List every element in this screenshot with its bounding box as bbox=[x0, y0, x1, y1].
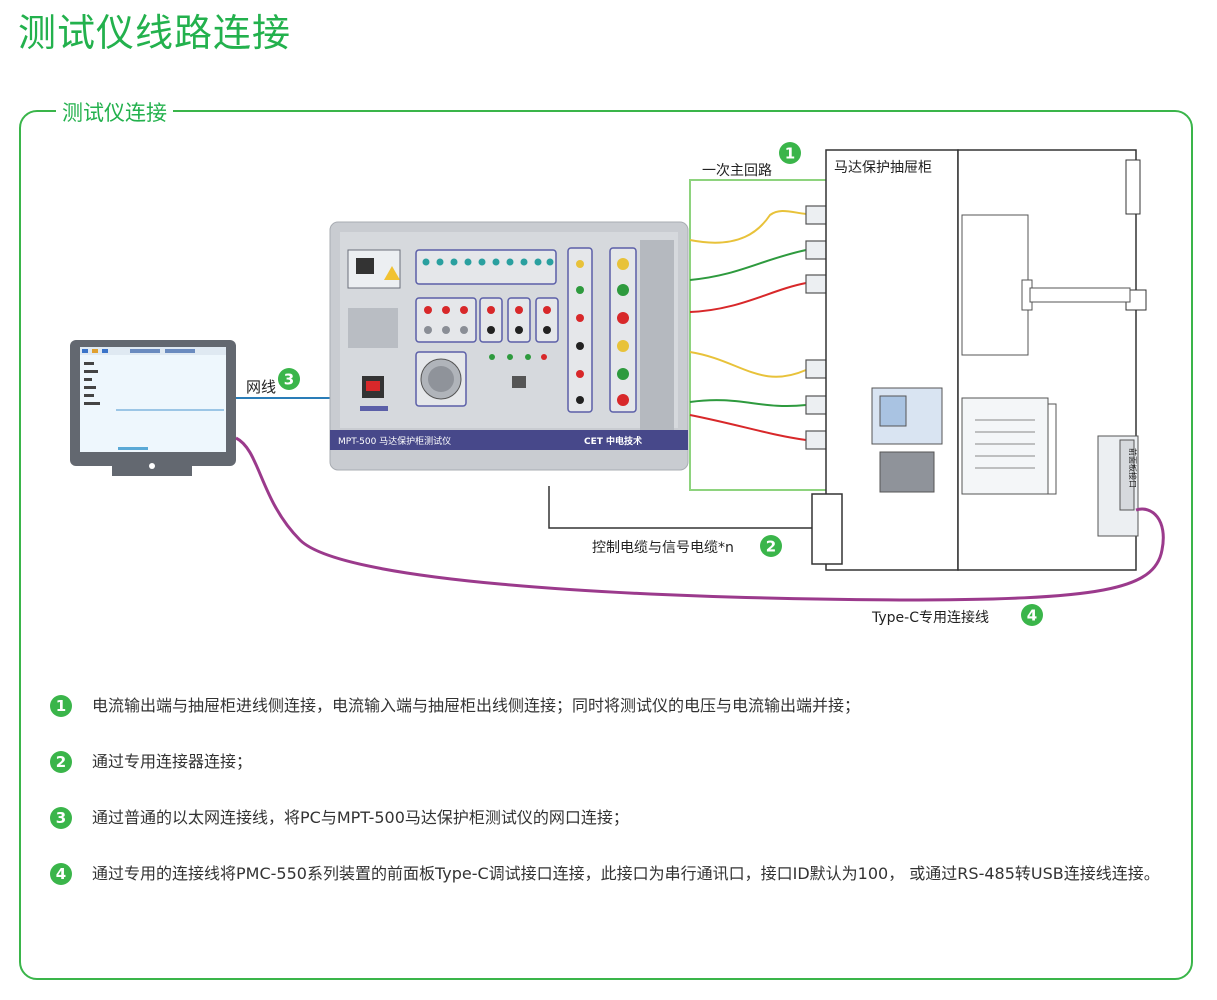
desc-text-1: 电流输出端与抽屉柜进线侧连接，电流输入端与抽屉柜出线侧连接；同时将测试仪的电压与… bbox=[92, 696, 861, 715]
drawer-cabinet: 前面板接口 马达保护抽屉柜 bbox=[825, 149, 1147, 571]
wire-green-2 bbox=[689, 399, 807, 408]
wire-yellow-2 bbox=[689, 351, 807, 378]
wire-red-1 bbox=[689, 282, 807, 313]
desc-badge-3: 3 bbox=[50, 807, 72, 829]
desc-badge-4: 4 bbox=[50, 863, 72, 885]
wire-red-2 bbox=[689, 414, 807, 441]
tester-name: MPT-500 马达保护柜测试仪 bbox=[338, 435, 451, 447]
label-control-cable: 控制电缆与信号电缆*n bbox=[592, 540, 734, 556]
page-title: 测试仪线路连接 bbox=[18, 11, 292, 55]
badge-1: 1 bbox=[779, 142, 801, 164]
svg-text:4: 4 bbox=[1027, 607, 1037, 625]
description-item-1: 1 电流输出端与抽屉柜进线侧连接，电流输入端与抽屉柜出线侧连接；同时将测试仪的电… bbox=[50, 694, 1170, 718]
badge-2: 2 bbox=[760, 535, 782, 557]
description-item-2: 2 通过专用连接器连接； bbox=[50, 750, 1170, 774]
svg-text:3: 3 bbox=[284, 371, 294, 389]
label-cabinet: 马达保护抽屉柜 bbox=[834, 160, 932, 176]
badge-4: 4 bbox=[1021, 604, 1043, 626]
tester-panel: MPT-500 马达保护柜测试仪 CET 中电技术 bbox=[329, 221, 689, 471]
svg-text:1: 1 bbox=[785, 145, 795, 163]
description-item-4: 4 通过专用的连接线将PMC-550系列装置的前面板Type-C调试接口连接，此… bbox=[50, 862, 1170, 886]
desc-text-2: 通过专用连接器连接； bbox=[92, 752, 253, 771]
connection-diagram: 网线 3 bbox=[70, 142, 1165, 626]
wire-yellow-1 bbox=[689, 210, 807, 244]
desc-badge-2: 2 bbox=[50, 751, 72, 773]
section-frame bbox=[19, 110, 1193, 980]
label-network: 网线 bbox=[246, 378, 276, 396]
label-typec: Type-C专用连接线 bbox=[871, 609, 989, 626]
desc-text-3: 通过普通的以太网连接线，将PC与MPT-500马达保护柜测试仪的网口连接； bbox=[92, 808, 629, 827]
badge-3: 3 bbox=[278, 368, 300, 390]
control-cable bbox=[548, 486, 812, 529]
description-item-3: 3 通过普通的以太网连接线，将PC与MPT-500马达保护柜测试仪的网口连接； bbox=[50, 806, 1170, 830]
wire-green-1 bbox=[689, 249, 807, 281]
desc-text-4: 通过专用的连接线将PMC-550系列装置的前面板Type-C调试接口连接，此接口… bbox=[92, 864, 1160, 883]
typec-cable bbox=[235, 436, 1165, 602]
tester-brand: CET 中电技术 bbox=[584, 435, 642, 447]
svg-text:2: 2 bbox=[766, 538, 776, 556]
pc-monitor bbox=[70, 340, 236, 476]
desc-badge-1: 1 bbox=[50, 695, 72, 717]
label-primary-loop: 一次主回路 bbox=[702, 163, 772, 179]
cabinet-module-label: 前面板接口 bbox=[1128, 448, 1138, 488]
section-label: 测试仪连接 bbox=[56, 97, 173, 127]
